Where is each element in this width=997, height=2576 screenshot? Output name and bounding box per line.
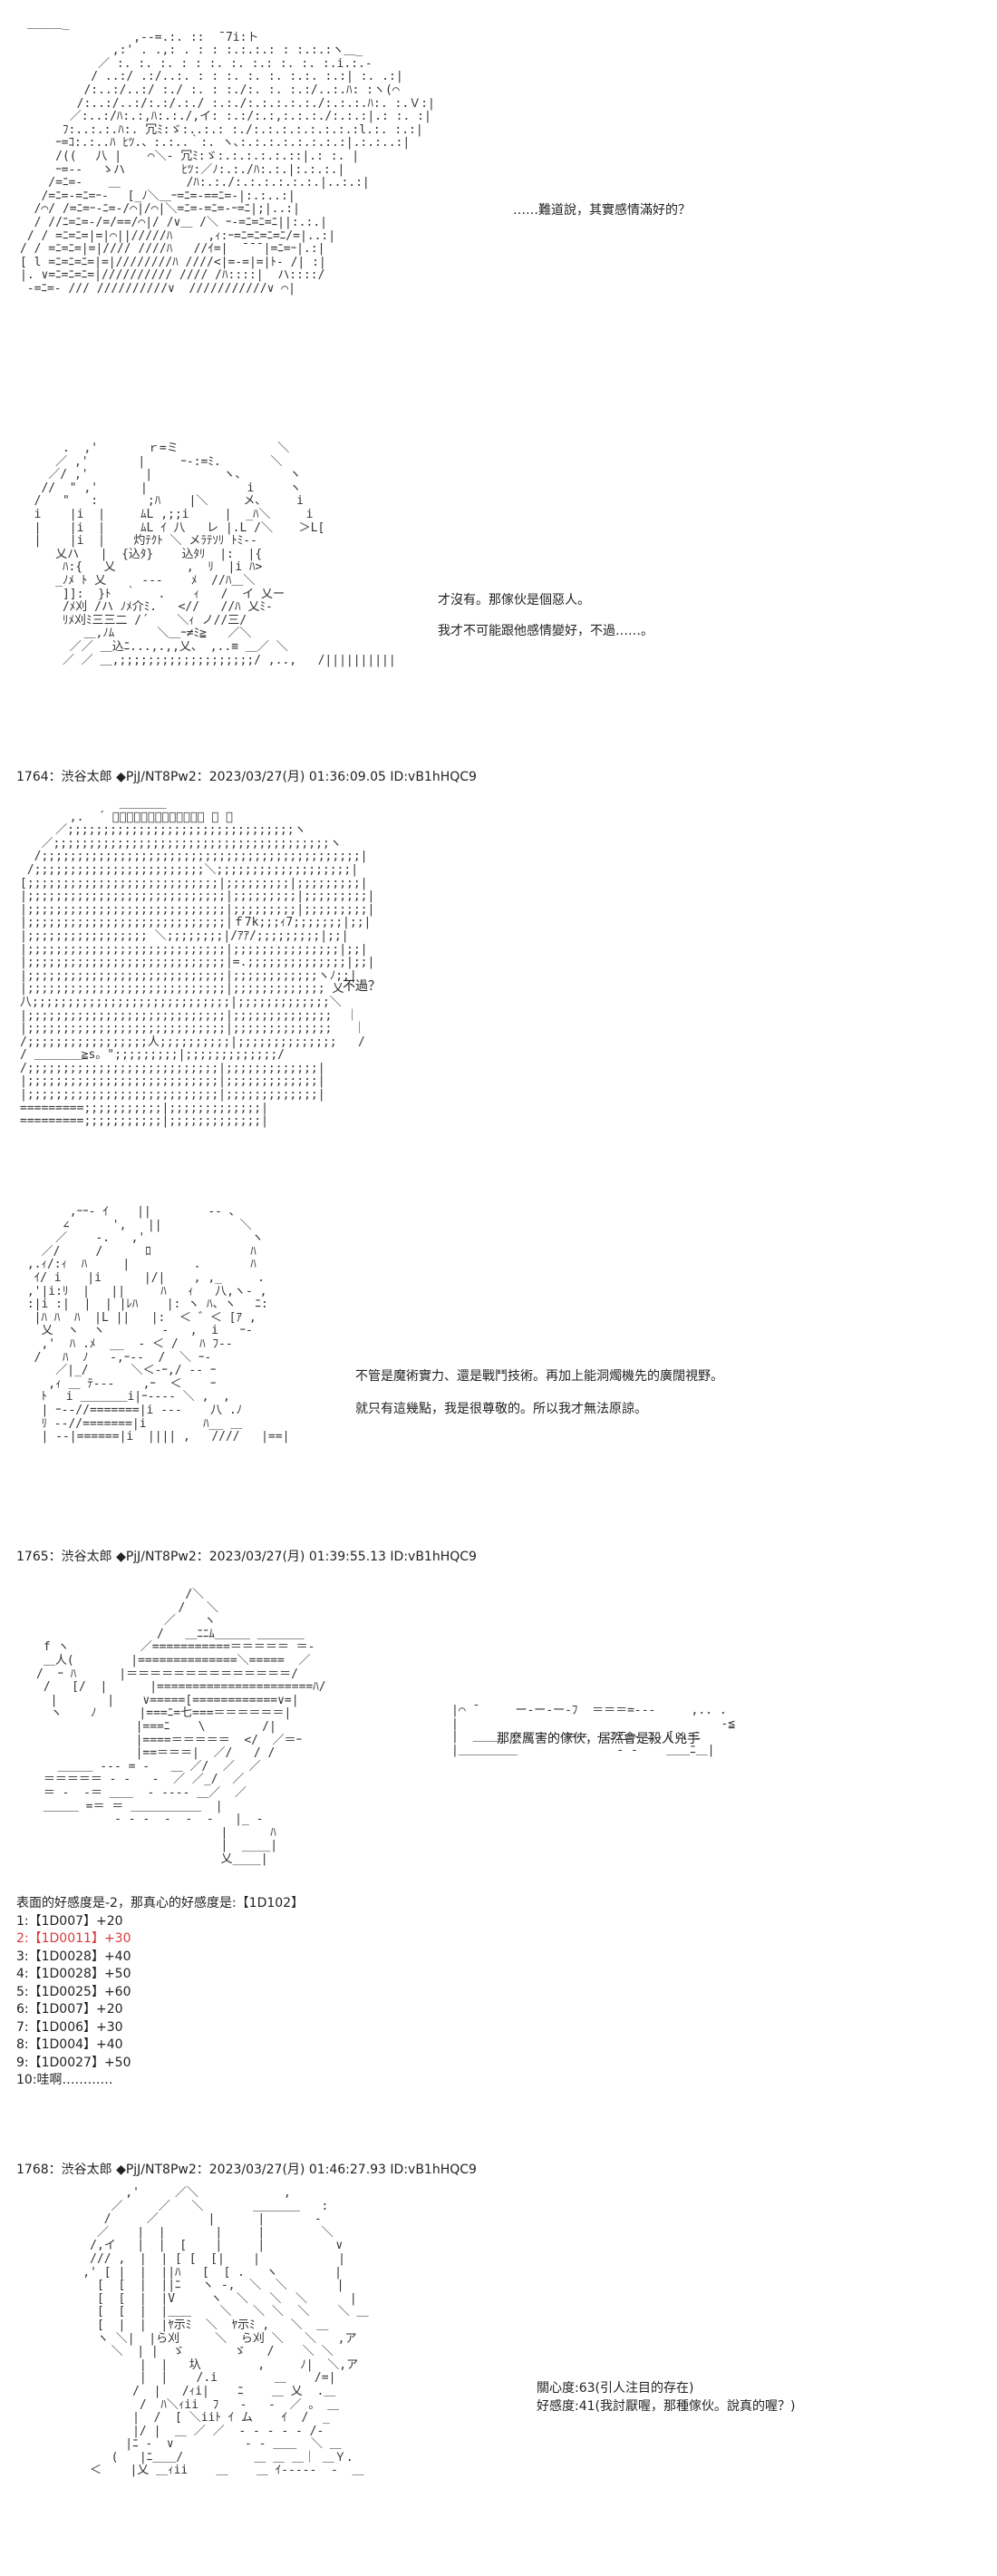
ascii-art-character-4: ,ｰｰ‐ ｲ || ‐‐ ､ ∠ ', || ＼ ／ ‐. ,' ヽ ／/ / … xyxy=(26,1205,290,1444)
dice-roll-item: 9:【1D0027】+50 xyxy=(16,2055,131,2070)
dice-roll-item-highlighted: 2:【1D0011】+30 xyxy=(16,1931,131,1946)
dice-roll-item: 3:【1D0028】+40 xyxy=(16,1949,131,1964)
dice-roll-item: 8:【1D004】+40 xyxy=(16,2037,123,2052)
dice-roll-item: 5:【1D0025】+60 xyxy=(16,1984,131,1999)
dialogue-line: 就只有這幾點，我是很尊敬的。所以我才無法原諒。 xyxy=(355,1402,647,1416)
dice-roll-item: 1:【1D007】+20 xyxy=(16,1913,123,1929)
ascii-art-character-1: ＿＿＿_ ,-‐=.:. :: ̄ 7i:ト ,:' . .,: . : : :… xyxy=(20,17,435,296)
dice-roll-item: 4:【1D0028】+50 xyxy=(16,1967,131,1981)
dialogue-line: 不管是魔術實力、還是戰鬥技術。再加上能洞燭機先的廣闊視野。 xyxy=(355,1369,723,1384)
post-header: 1764：渋谷太郎 ◆PjJ/NT8Pw2：2023/03/27(月) 01:3… xyxy=(16,770,477,784)
ascii-art-character-6: ,' ／＼ , ／ ／ ＼ ＿＿＿＿ : / ／ | | ‐ ／ | | | |… xyxy=(82,2186,369,2478)
dialogue-line: 不過？ xyxy=(343,979,381,994)
stat-line: 關心度:63(引人注目的存在) xyxy=(537,2381,694,2396)
dice-roll-title: 表面的好感度是-2，那真心的好感度是:【1D102】 xyxy=(16,1896,305,1910)
dialogue-line: ……難道說，其實感情滿好的？ xyxy=(513,203,691,218)
ascii-art-attack-scene: /＼ / ＼ ／ ヽ / ＿ﾆﾆﾑ＿＿＿ ＿＿＿＿ f ヽ ／=========… xyxy=(36,1588,326,1866)
ascii-art-character-3: ＿＿＿＿ ,. ´ ﾞﾞﾞﾞﾞﾞﾞﾞﾞﾞﾞﾞﾞ ｀ 、 ／;;;;;;;;;;;… xyxy=(20,797,375,1129)
stat-line: 好感度:41(我討厭喔，那種傢伙。說真的喔？) xyxy=(537,2399,796,2414)
dialogue-line: 才沒有。那傢伙是個惡人。 xyxy=(438,593,590,608)
dialogue-line: 我才不可能跟他感情變好，不過……。 xyxy=(438,624,653,638)
post-header: 1765：渋谷太郎 ◆PjJ/NT8Pw2：2023/03/27(月) 01:3… xyxy=(16,1550,477,1564)
dialogue-line: 那麼厲害的傢伙，居然會是殺人兇手 xyxy=(497,1732,700,1746)
dice-roll-item: 6:【1D007】+20 xyxy=(16,2002,123,2017)
dice-roll-item: 10:哇啊………… xyxy=(16,2073,113,2087)
ascii-art-beam-effect: |⌒ ̄ ー‐ー‐ー‐ﾌ ＝＝＝=‐‐‐ ,.. . | ‐≦ | ＿＿＿ ‐ … xyxy=(451,1704,736,1757)
ascii-art-character-2: . ,' ｒ=ミ ＼ ／ ,' | ｰ‐:=ﾐ. ＼ ／/ ,' | ヽ、 ヽ … xyxy=(34,442,396,667)
post-header: 1768：渋谷太郎 ◆PjJ/NT8Pw2：2023/03/27(月) 01:4… xyxy=(16,2163,477,2177)
dice-roll-block: 表面的好感度是-2，那真心的好感度是:【1D102】 1:【1D007】+20 … xyxy=(16,1895,304,2090)
dice-roll-item: 7:【1D006】+30 xyxy=(16,2019,123,2035)
